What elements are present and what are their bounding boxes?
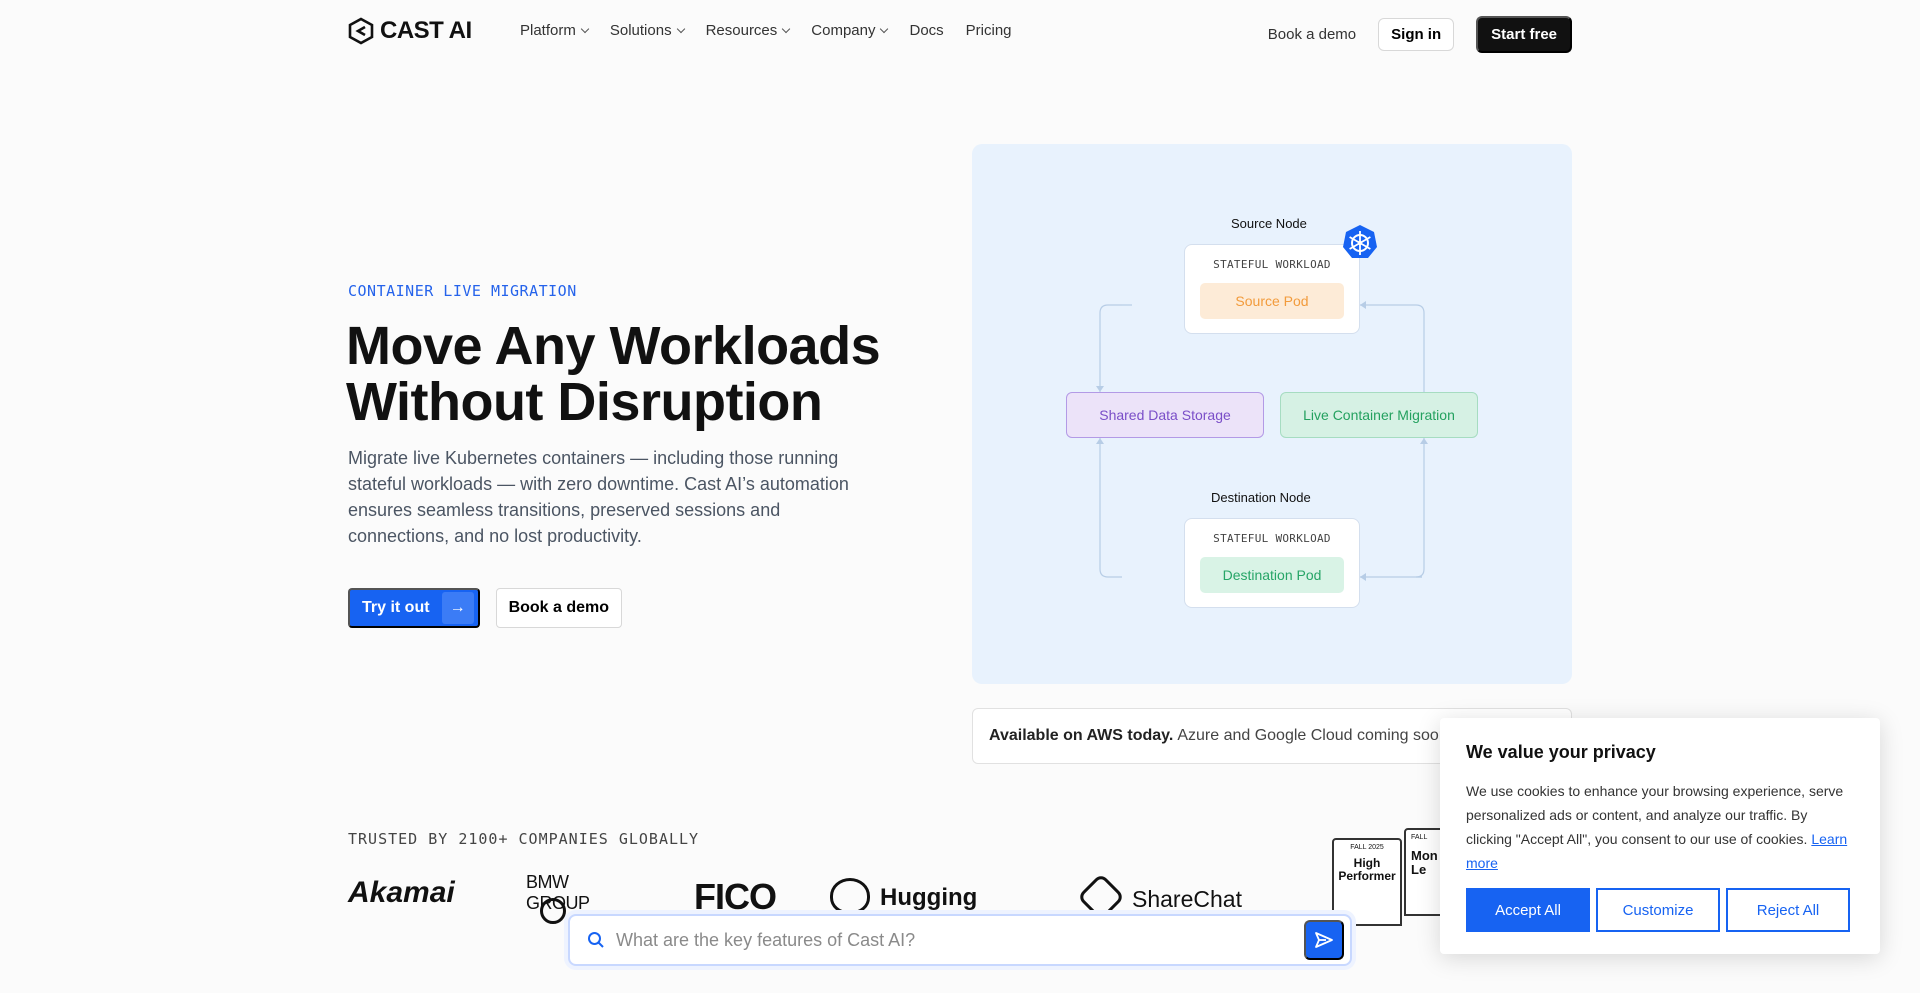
logo-fico: FICO (694, 876, 777, 917)
migration-diagram: Source Node STATEFUL WORKLOAD Source Pod… (972, 144, 1572, 684)
try-it-out-button[interactable]: Try it out → (348, 588, 480, 628)
cookie-text: We use cookies to enhance your browsing … (1466, 779, 1854, 875)
nav-item-platform[interactable]: Platform (520, 22, 590, 39)
cookie-body: We use cookies to enhance your browsing … (1466, 783, 1844, 847)
nav-item-solutions[interactable]: Solutions (609, 22, 685, 39)
sign-in-button[interactable]: Sign in (1378, 18, 1455, 51)
source-node-subtitle: STATEFUL WORKLOAD (1213, 258, 1331, 271)
book-demo-button[interactable]: Book a demo (495, 588, 623, 628)
badge-title: Mon Le (1411, 848, 1438, 877)
kubernetes-icon (1343, 225, 1377, 258)
nav-item-label: Solutions (609, 22, 672, 39)
destination-node-label: Destination Node (1211, 490, 1311, 505)
badge-title: High Performer (1338, 856, 1396, 883)
logo[interactable]: CAST AI (348, 17, 472, 45)
nav-item-pricing[interactable]: Pricing (966, 22, 1012, 39)
logo-sharechat: ShareChat (1132, 886, 1242, 912)
source-node: STATEFUL WORKLOAD Source Pod (1184, 244, 1360, 334)
badge-season: FALL (1411, 834, 1428, 841)
chevron-down-icon (580, 24, 590, 33)
nav-item-resources[interactable]: Resources (705, 22, 791, 39)
destination-node: STATEFUL WORKLOAD Destination Pod (1184, 518, 1360, 608)
hero-title-line1: Move Any Workloads (346, 316, 881, 376)
send-icon (1315, 932, 1333, 948)
main-menu: Platform Solutions Resources Company Doc… (520, 22, 1034, 39)
bmw-roundel-icon (540, 898, 566, 924)
arrow-right-icon: → (441, 592, 474, 624)
start-free-button[interactable]: Start free (1476, 16, 1572, 53)
source-pod: Source Pod (1200, 283, 1344, 319)
cookie-actions: Accept All Customize Reject All (1466, 888, 1850, 932)
hero-title-line2: Without Disruption (346, 372, 823, 432)
customize-button[interactable]: Customize (1596, 888, 1720, 932)
ai-search-bar (568, 914, 1352, 966)
cookie-consent-dialog: We value your privacy We use cookies to … (1440, 718, 1880, 954)
reject-all-button[interactable]: Reject All (1726, 888, 1850, 932)
nav-item-docs[interactable]: Docs (909, 22, 943, 39)
destination-node-subtitle: STATEFUL WORKLOAD (1213, 532, 1331, 545)
destination-pod: Destination Pod (1200, 557, 1344, 593)
chevron-down-icon (880, 24, 889, 33)
g2-badge-momentum-leader: FALL Mon Le (1404, 828, 1444, 916)
nav-item-company[interactable]: Company (811, 22, 889, 39)
nav-actions: Book a demo Sign in Start free (1268, 16, 1572, 53)
nav-item-label: Pricing (965, 22, 1012, 39)
source-node-label: Source Node (1231, 216, 1307, 231)
badge-season: FALL 2025 (1350, 844, 1384, 851)
availability-text: Azure and Google Cloud coming soon. L (1177, 727, 1466, 744)
shared-data-storage-box: Shared Data Storage (1066, 392, 1264, 438)
learn-more-link[interactable]: Learn more (1466, 831, 1848, 871)
hugging-face-emoji-icon (830, 878, 870, 914)
top-nav: CAST AI Platform Solutions Resources Com… (0, 0, 1920, 64)
availability-bold: Available on AWS today. (989, 727, 1174, 744)
try-it-out-label: Try it out (362, 599, 430, 616)
chevron-down-icon (676, 24, 685, 33)
hero-description: Migrate live Kubernetes containers — inc… (348, 448, 849, 546)
g2-badge-high-performer: FALL 2025 High Performer (1332, 838, 1402, 926)
accept-all-button[interactable]: Accept All (1466, 888, 1590, 932)
logo-akamai: Akamai (348, 876, 455, 909)
chevron-down-icon (782, 24, 791, 33)
cast-ai-logo-icon (348, 17, 374, 45)
hero-eyebrow: CONTAINER LIVE MIGRATION (348, 282, 577, 300)
cookie-title: We value your privacy (1466, 742, 1656, 762)
search-icon (588, 932, 604, 948)
live-container-migration-box: Live Container Migration (1280, 392, 1478, 438)
logo-text: CAST AI (380, 17, 472, 44)
diagram-connectors (1096, 301, 1428, 581)
nav-item-label: Docs (909, 22, 944, 39)
send-button[interactable] (1304, 920, 1344, 960)
book-demo-link[interactable]: Book a demo (1267, 26, 1357, 43)
hero-title: Move Any Workloads Without Disruption (346, 318, 946, 430)
hero-cta: Try it out → Book a demo (348, 588, 623, 628)
nav-item-label: Resources (705, 22, 778, 39)
search-input[interactable] (616, 929, 1304, 951)
nav-item-label: Company (811, 22, 876, 39)
nav-item-label: Platform (520, 22, 576, 39)
trusted-label: TRUSTED BY 2100+ COMPANIES GLOBALLY (348, 830, 700, 848)
